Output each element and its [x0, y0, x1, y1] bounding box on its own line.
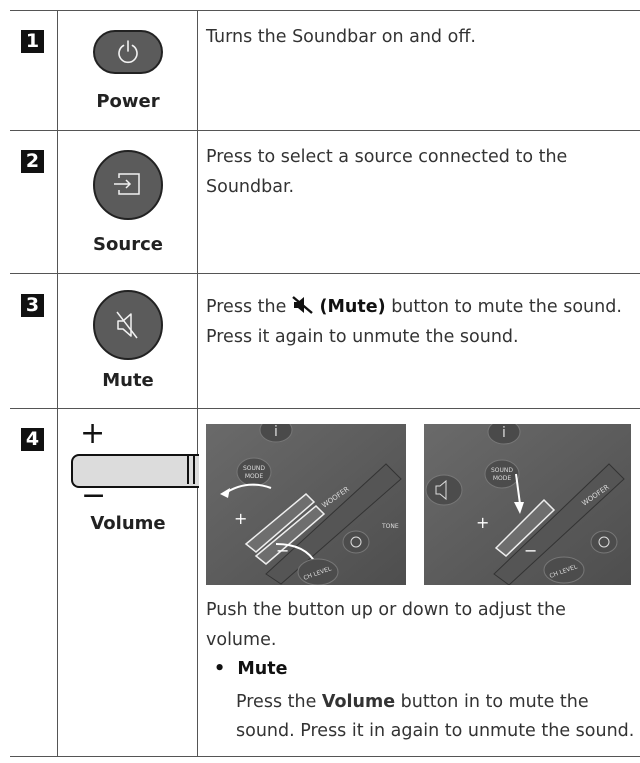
svg-text:SOUND: SOUND [491, 467, 513, 474]
source-button[interactable] [93, 150, 163, 220]
column-divider [197, 10, 198, 757]
row-divider [10, 130, 640, 131]
svg-text:MODE: MODE [493, 475, 512, 482]
volume-label: Volume [90, 513, 166, 534]
column-divider [57, 10, 58, 757]
bullet-body-line: sound. Press it in again to unmute the s… [236, 721, 635, 741]
volume-rocker-end [187, 454, 195, 484]
row-number-1: 1 [21, 30, 44, 53]
mute-description-line: Press it again to unmute the sound. [206, 327, 519, 347]
row-number-2: 2 [21, 150, 44, 173]
mute-icon [292, 296, 313, 314]
volume-description-line: Push the button up or down to adjust the [206, 600, 566, 620]
svg-text:−: − [276, 541, 289, 560]
source-input-icon [114, 173, 140, 195]
mute-label: Mute [102, 370, 154, 391]
row-divider [10, 273, 640, 274]
bullet-body-line: Press the Volume button in to mute the [236, 688, 636, 717]
source-label: Source [93, 234, 163, 255]
svg-text:TONE: TONE [381, 523, 399, 530]
bullet-prefix: Press the [236, 692, 317, 712]
power-icon [118, 40, 138, 64]
volume-plus-sign: + [80, 416, 106, 451]
source-description: Press to select a source connected to th… [206, 142, 631, 202]
volume-description-line: volume. [206, 630, 277, 650]
bullet-bold: Volume [321, 692, 396, 712]
bullet-title: Mute [237, 659, 288, 679]
row-number-3: 3 [21, 294, 44, 317]
row-divider [10, 408, 640, 409]
svg-text:i: i [502, 425, 506, 441]
mute-bullet-item: • Mute [214, 659, 287, 679]
mute-button[interactable] [93, 290, 163, 360]
mute-text-suffix: button to mute the sound. [391, 297, 622, 317]
mute-bold-label: (Mute) [319, 297, 386, 317]
table-bottom-border [10, 756, 640, 757]
volume-description: Push the button up or down to adjust the… [206, 595, 631, 655]
source-description-line: Press to select a source connected to th… [206, 147, 568, 167]
svg-text:−: − [524, 541, 537, 560]
volume-minus-sign: − [81, 478, 107, 513]
volume-rocker-button[interactable] [71, 454, 199, 488]
mute-text-prefix: Press the [206, 297, 287, 317]
mute-description: Press the (Mute) button to mute the soun… [206, 292, 631, 352]
power-label: Power [96, 91, 160, 112]
power-button[interactable] [93, 30, 163, 74]
power-description: Turns the Soundbar on and off. [206, 27, 476, 47]
volume-mute-press-photo: i SOUND MODE + − WOOFER CH LEVEL [424, 424, 631, 585]
svg-text:+: + [234, 509, 247, 528]
svg-text:SOUND: SOUND [243, 465, 265, 472]
mute-bullet-body: Press the Volume button in to mute the s… [236, 688, 636, 746]
row-number-4: 4 [21, 428, 44, 451]
mute-description-line: Press the (Mute) button to mute the soun… [206, 292, 631, 322]
bullet-dot: • [214, 659, 238, 679]
mute-speaker-icon [116, 311, 138, 339]
bullet-suffix: button in to mute the [400, 692, 589, 712]
svg-text:i: i [274, 424, 278, 440]
svg-text:+: + [476, 513, 489, 532]
source-description-line: Soundbar. [206, 177, 295, 197]
volume-adjust-photo: i SOUND MODE + − WOOFER CH LEVEL TONE [206, 424, 406, 585]
table-top-border [10, 10, 640, 11]
svg-text:MODE: MODE [245, 473, 264, 480]
